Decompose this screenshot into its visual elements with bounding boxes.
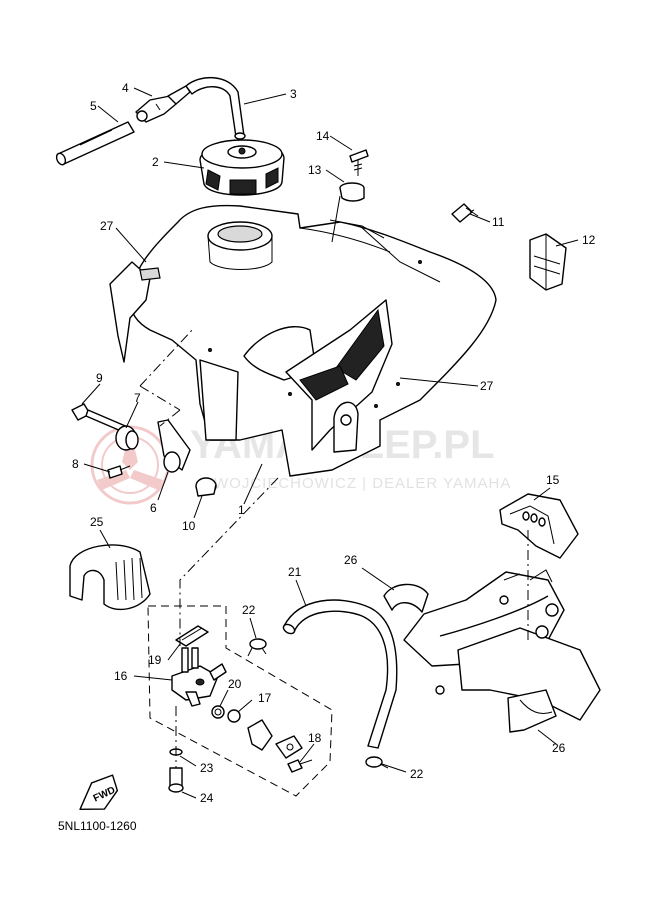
part-14-screw <box>349 149 369 176</box>
callout-10: 10 <box>182 519 196 533</box>
callout-11: 11 <box>492 215 505 229</box>
part-12-clip <box>529 233 567 291</box>
part-7-damper <box>115 425 139 451</box>
part-22-hose-clip-upper <box>247 638 267 657</box>
callout-20: 20 <box>228 677 242 691</box>
callout-4: 4 <box>122 81 129 95</box>
callout-7: 7 <box>134 391 141 405</box>
callout-23: 23 <box>200 761 214 775</box>
callout-18: 18 <box>308 731 322 745</box>
diagram-code: 5NL1100-1260 <box>58 819 137 833</box>
part-18-screw <box>287 759 313 773</box>
part-4-check-valve <box>135 85 191 123</box>
part-11-bolt <box>451 203 479 223</box>
part-24-screw <box>168 767 184 793</box>
part-25-cover <box>69 544 151 611</box>
assembly-line-bracket <box>139 327 195 427</box>
callout-26-lower: 26 <box>552 741 566 755</box>
callout-25: 25 <box>90 515 104 529</box>
callout-6: 6 <box>150 501 157 515</box>
callout-labels: 5 4 3 2 14 13 11 12 27 27 9 7 8 6 10 1 1… <box>72 81 596 805</box>
part-17-gasket <box>227 709 241 723</box>
callout-22-lower: 22 <box>410 767 424 781</box>
leader-lines <box>81 87 579 799</box>
callout-14: 14 <box>316 129 330 143</box>
part-2-fuel-cap <box>199 139 285 196</box>
callout-3: 3 <box>290 87 297 101</box>
part-13-damper <box>339 182 365 202</box>
callout-9: 9 <box>96 371 103 385</box>
callout-27-right: 27 <box>480 379 494 393</box>
watermark-subtitle: WOJCIECHOWICZ | DEALER YAMAHA <box>214 475 511 492</box>
callout-22-upper: 22 <box>242 603 256 617</box>
callout-21: 21 <box>288 565 302 579</box>
callout-27-left: 27 <box>100 219 114 233</box>
fwd-arrow-icon: FWD <box>79 774 119 811</box>
part-16-fuel-cock-assembly <box>147 605 333 797</box>
part-19-strainer <box>175 625 209 647</box>
part-5-breather-pipe <box>55 121 135 166</box>
callout-2: 2 <box>152 155 159 169</box>
part-26-clamp-upper <box>383 583 429 613</box>
fuel-cock-plate <box>275 735 303 759</box>
part-8-screw <box>107 465 131 479</box>
fuel-cock-body <box>171 647 227 707</box>
callout-5: 5 <box>90 99 97 113</box>
callout-8: 8 <box>72 457 79 471</box>
callout-1: 1 <box>238 503 245 517</box>
fuel-cock-lever <box>247 719 273 751</box>
callout-17: 17 <box>258 691 272 705</box>
part-10-collar <box>195 477 217 497</box>
callout-15: 15 <box>546 473 560 487</box>
callout-13: 13 <box>308 163 322 177</box>
callout-24: 24 <box>200 791 214 805</box>
callout-16: 16 <box>114 669 128 683</box>
frame-section <box>403 530 601 721</box>
part-26-clamp-lower <box>507 689 557 733</box>
part-21-fuel-hose <box>282 599 398 749</box>
part-22-hose-clip-lower <box>365 756 389 769</box>
callout-26-upper: 26 <box>344 553 358 567</box>
callout-19: 19 <box>148 653 162 667</box>
assembly-line-tank-to-cock <box>179 477 279 646</box>
part-3-breather-hose <box>185 76 246 140</box>
part-6-bracket <box>157 419 191 473</box>
part-1-fuel-tank <box>109 204 497 477</box>
part-15-holder <box>499 493 579 559</box>
callout-12: 12 <box>582 233 596 247</box>
part-20-o-ring <box>211 705 225 719</box>
